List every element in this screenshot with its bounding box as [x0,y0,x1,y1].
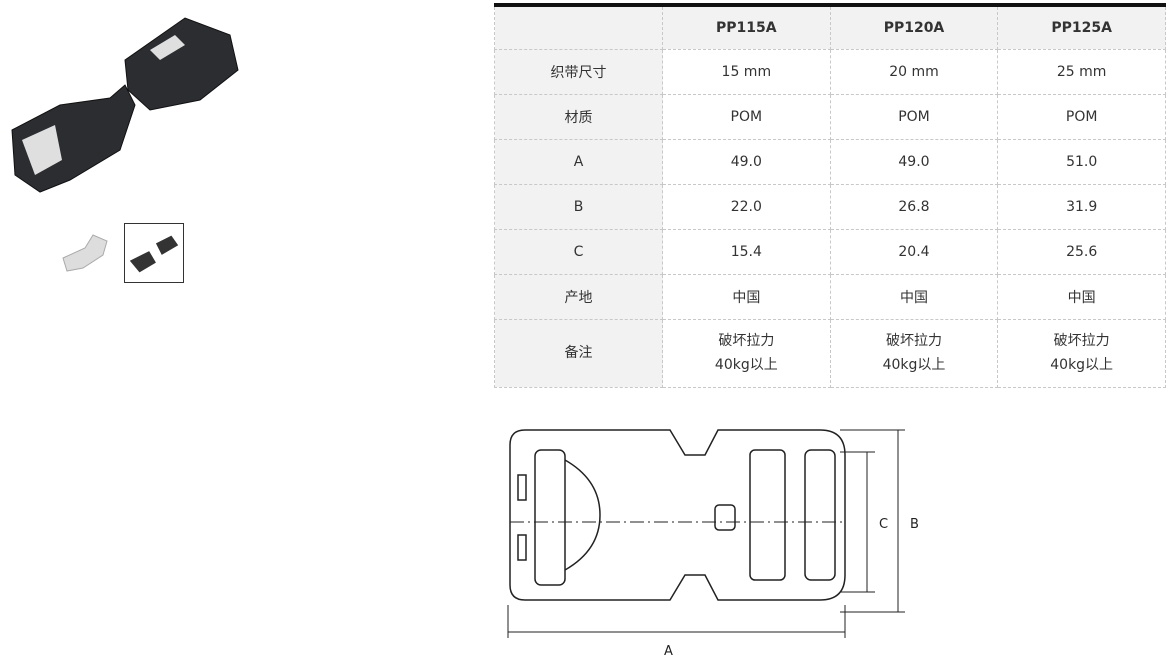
cell: 破坏拉力 40kg以上 [662,318,831,388]
header-model: PP125A [997,4,1166,50]
header-model: PP115A [662,4,831,50]
cell: POM [662,93,831,140]
cell: 15.4 [662,228,831,275]
thumbnail-black-buckle[interactable] [124,223,184,283]
product-main-image [11,17,239,193]
dimension-a-label: A [664,644,673,659]
cell: 31.9 [997,183,1166,230]
dimension-b-label: B [910,517,919,532]
note-line: 破坏拉力 [885,333,942,349]
note-line: 破坏拉力 [1053,333,1110,349]
cell: 中国 [829,273,999,320]
row-label: 材质 [494,93,663,140]
table-row-note: 备注 破坏拉力 40kg以上 破坏拉力 40kg以上 破坏拉力 40kg以上 [494,318,1166,388]
table-row: 产地中国中国中国 [494,273,1166,320]
cell: POM [829,93,999,140]
cell: 15 mm [662,48,831,95]
row-label: B [494,183,663,230]
header-model: PP120A [829,4,999,50]
dimension-c-label: C [879,517,888,532]
header-empty [494,4,663,50]
cell: 20.4 [829,228,999,275]
row-label: 产地 [494,273,663,320]
thumbnail-white-buckle[interactable] [55,223,115,283]
cell: 破坏拉力 40kg以上 [997,318,1166,388]
cell: 中国 [662,273,831,320]
cell: 49.0 [829,138,999,185]
row-label: 备注 [494,318,663,388]
cell: 25 mm [997,48,1166,95]
cell: 26.8 [829,183,999,230]
note-line: 40kg以上 [714,357,778,373]
table-header-row: PP115A PP120A PP125A [494,4,1166,50]
note-line: 40kg以上 [882,357,946,373]
note-line: 破坏拉力 [718,333,775,349]
cell: 25.6 [997,228,1166,275]
cell: 中国 [997,273,1166,320]
cell: POM [997,93,1166,140]
row-label: C [494,228,663,275]
cell: 51.0 [997,138,1166,185]
row-label: 织带尺寸 [494,48,663,95]
cell: 破坏拉力 40kg以上 [829,318,999,388]
row-label: A [494,138,663,185]
cell: 22.0 [662,183,831,230]
dimension-drawing: A B C [507,429,919,659]
cell: 20 mm [829,48,999,95]
note-line: 40kg以上 [1050,357,1114,373]
cell: 49.0 [662,138,831,185]
